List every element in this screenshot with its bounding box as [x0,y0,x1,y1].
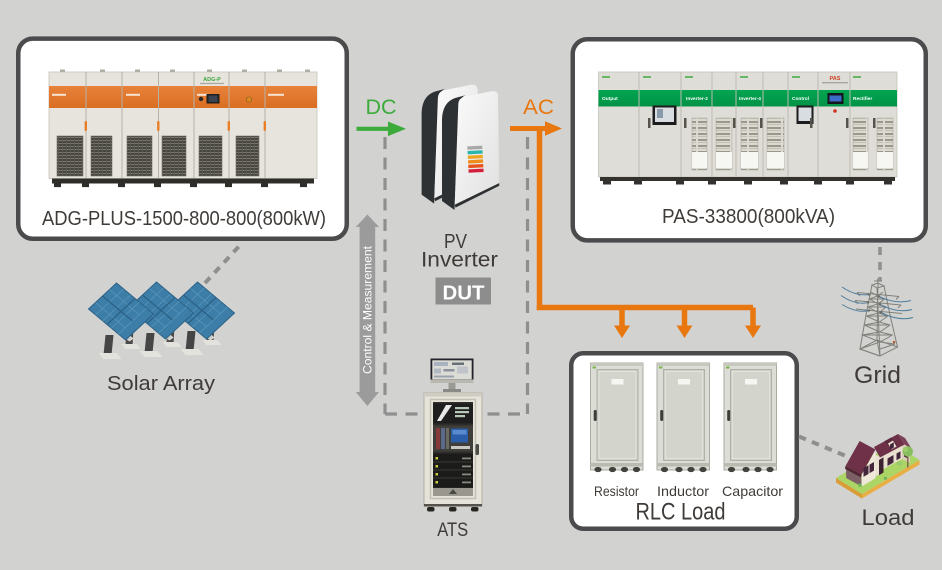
svg-text:ADG-PLUS-1500-800-800(800kW): ADG-PLUS-1500-800-800(800kW) [42,208,326,230]
svg-text:Inductor: Inductor [657,483,709,499]
svg-text:Resistor: Resistor [594,483,639,499]
svg-text:ATS: ATS [437,519,468,541]
svg-text:ADG-P: ADG-P [203,77,221,83]
svg-text:RLC Load: RLC Load [636,499,726,526]
svg-text:Rectifier: Rectifier [853,96,872,102]
svg-text:Inverter-2: Inverter-2 [686,96,708,102]
svg-text:Solar Array: Solar Array [107,373,215,395]
svg-text:Control & Measurement: Control & Measurement [361,245,375,374]
svg-text:Grid: Grid [854,362,901,389]
svg-text:Control: Control [792,96,809,102]
svg-text:Output: Output [602,96,618,102]
svg-text:Inverter: Inverter [421,249,498,272]
svg-text:DC: DC [366,96,397,119]
svg-text:AC: AC [523,96,554,119]
svg-text:PAS-33800(800kVA): PAS-33800(800kVA) [662,205,835,228]
svg-text:Capacitor: Capacitor [722,483,783,499]
svg-text:Load: Load [862,505,915,530]
svg-text:PV: PV [444,231,468,253]
svg-text:DUT: DUT [443,283,485,305]
svg-text:PAS: PAS [830,76,841,82]
svg-text:Inverter-4: Inverter-4 [739,96,761,102]
